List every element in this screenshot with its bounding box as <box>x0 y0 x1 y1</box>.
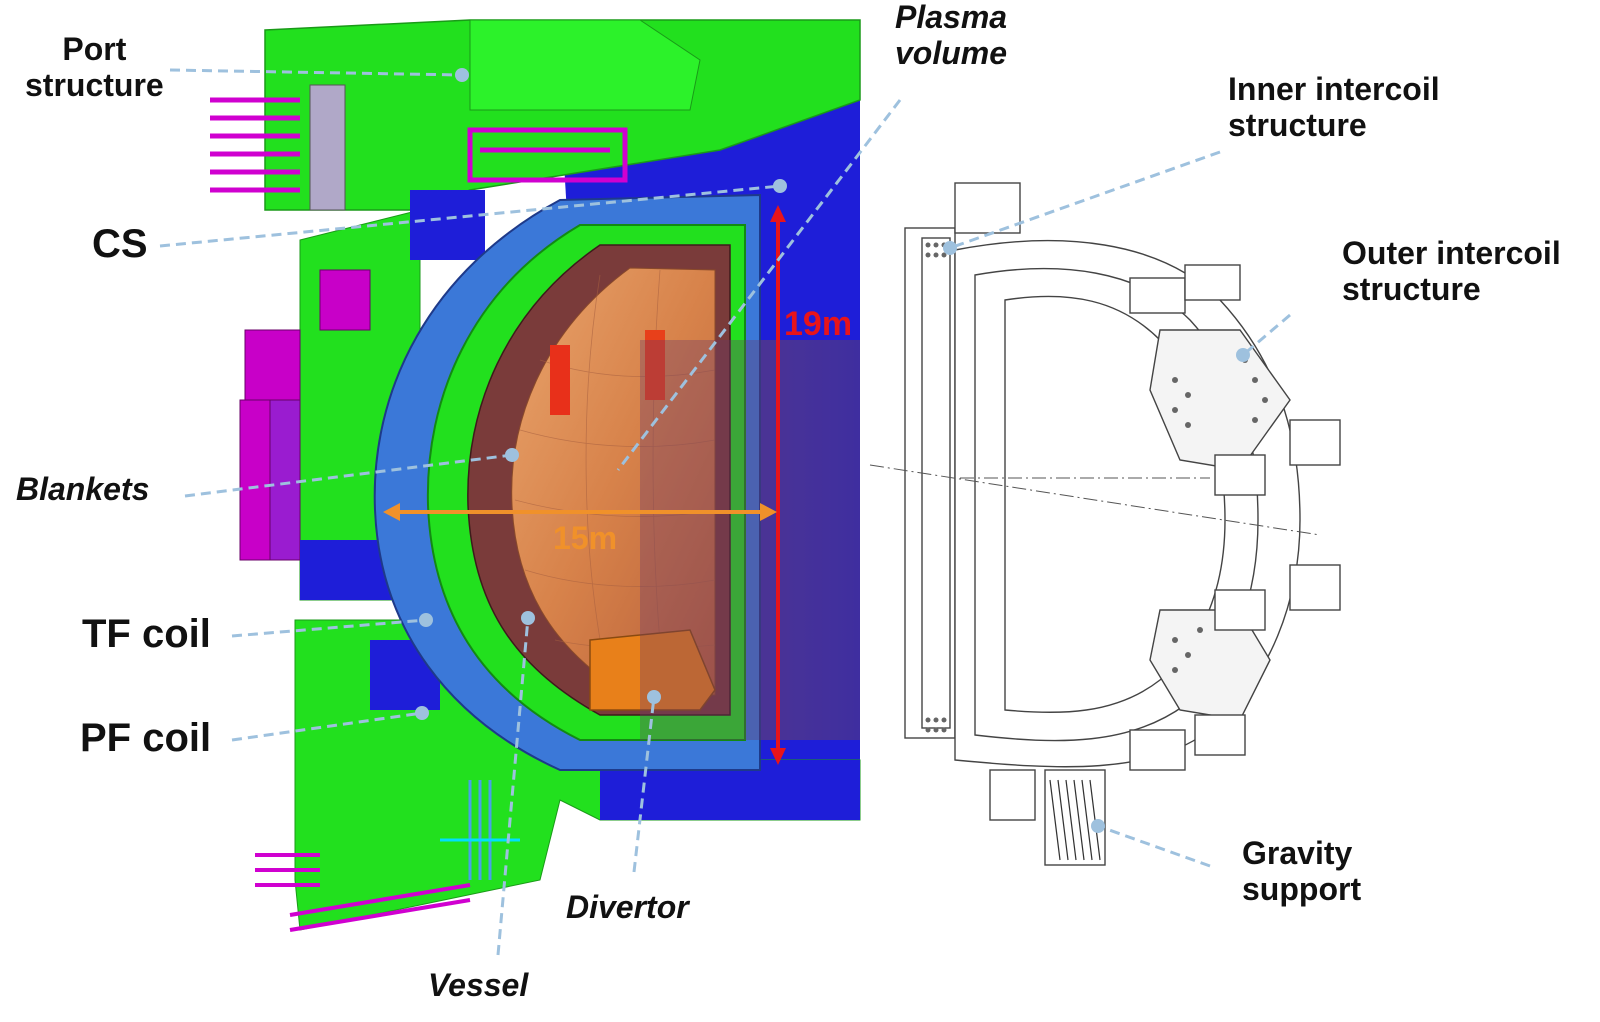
side-block-2 <box>1184 264 1241 301</box>
outer-intercoil-label: Outer intercoil structure <box>1342 235 1561 307</box>
bottom-cooling <box>440 780 520 880</box>
side-block-5 <box>1289 564 1341 611</box>
vessel-label: Vessel <box>428 967 529 1003</box>
bottom-block <box>989 769 1036 821</box>
port-pipes <box>210 97 628 193</box>
gravity-support-label: Gravity support <box>1242 835 1362 907</box>
side-block-4 <box>1214 454 1266 496</box>
blankets-label: Blankets <box>16 471 150 507</box>
inner-leg-face <box>921 237 951 729</box>
plasma-volume-label: Plasma volume <box>895 0 1008 71</box>
port-plate <box>309 84 346 211</box>
leader-lines <box>159 68 1291 956</box>
tf-coil-label: TF coil <box>82 612 211 656</box>
leader-outer-intercoil <box>1242 313 1291 357</box>
coil-structure-drawing <box>904 182 1341 866</box>
cs-label: CS <box>92 222 148 266</box>
top-block <box>954 182 1021 234</box>
leader-divertor <box>632 696 656 873</box>
plasma-hotspot-1 <box>550 345 570 415</box>
divertor-shape <box>589 629 716 711</box>
leader-dots <box>415 68 1250 833</box>
height-dimension-arrow <box>770 205 786 765</box>
leader-plasma <box>616 99 902 471</box>
center-lines <box>869 464 1321 536</box>
cs-upper-block <box>410 190 485 260</box>
divertor-label: Divertor <box>566 889 689 925</box>
side-block-7 <box>1129 729 1186 771</box>
pf-coil-label: PF coil <box>80 716 212 760</box>
leader-port <box>169 68 463 77</box>
height-dimension-label: 19m <box>784 305 853 343</box>
leader-vessel <box>496 617 530 956</box>
side-block-3 <box>1289 419 1341 466</box>
bottom-pipes <box>255 853 471 932</box>
width-dimension-label: 15m <box>553 520 618 556</box>
inner-intercoil-label: Inner intercoil structure <box>1228 71 1440 143</box>
leader-blankets <box>184 453 513 498</box>
tokamak-cutaway <box>210 19 861 932</box>
side-block-8 <box>1194 714 1246 756</box>
leader-gravity <box>1097 824 1211 868</box>
leader-tf <box>231 618 427 638</box>
pf-coils-left <box>239 269 371 561</box>
port-top-face <box>469 19 701 111</box>
plasma-hotspot-2 <box>645 330 665 400</box>
side-block-1 <box>1129 277 1186 314</box>
leader-cs <box>159 184 781 248</box>
gravity-support-hatch <box>1049 779 1101 861</box>
cut-overlay <box>640 340 860 740</box>
width-dimension-arrow <box>383 503 777 521</box>
port-structure-label: Port structure <box>25 31 164 103</box>
side-block-6 <box>1214 589 1266 631</box>
